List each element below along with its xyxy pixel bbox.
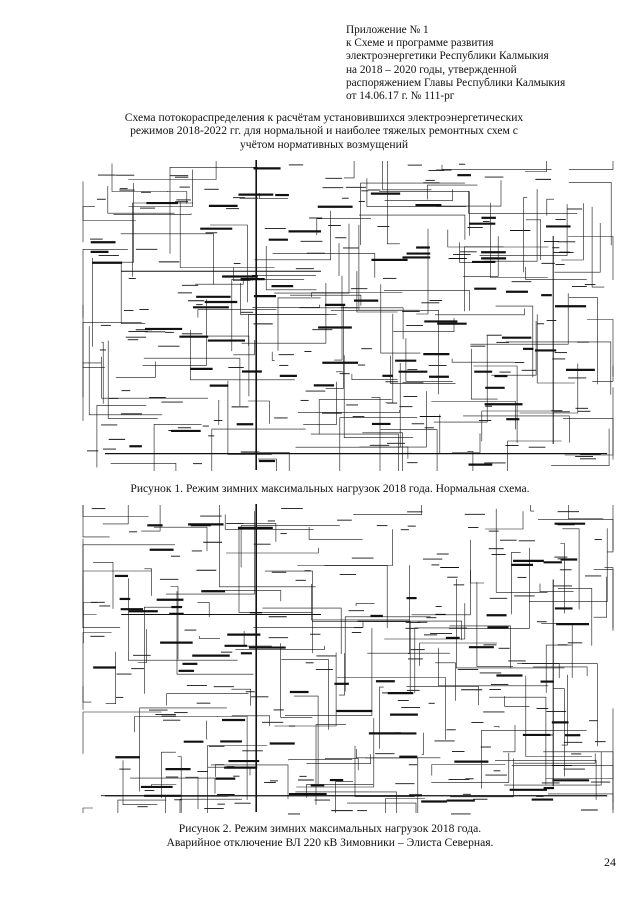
power-flow-diagram-1 (82, 160, 614, 471)
title-line: Схема потокораспределения к расчётам уст… (124, 111, 524, 124)
caption-line: Рисунок 1. Режим зимних максимальных наг… (130, 482, 530, 495)
figure-2-caption: Рисунок 2. Режим зимних максимальных наг… (60, 822, 600, 850)
figure-1-caption: Рисунок 1. Режим зимних максимальных наг… (60, 482, 600, 496)
appendix-line: распоряжением Главы Республики Калмыкия (346, 76, 566, 89)
document-title: Схема потокораспределения к расчётам уст… (96, 111, 552, 151)
page-number: 24 (604, 855, 616, 869)
appendix-line: Приложение № 1 (346, 24, 429, 36)
power-flow-diagram-2 (82, 504, 614, 815)
appendix-line: на 2018 – 2020 годы, утвержденной (346, 63, 517, 76)
appendix-header: Приложение № 1 к Схеме и программе разви… (346, 24, 616, 103)
appendix-line: электроэнергетики Республики Калмыкия (346, 50, 549, 63)
caption-line: Аварийное отключение ВЛ 220 кВ Зимовники… (166, 836, 494, 849)
title-line: режимов 2018-2022 гг. для нормальной и н… (130, 124, 518, 138)
appendix-line: от 14.06.17 г. № 111-рг (346, 90, 455, 103)
title-line: учётом нормативных возмущений (239, 137, 409, 151)
caption-line: Рисунок 2. Режим зимних максимальных наг… (178, 822, 482, 835)
appendix-line: к Схеме и программе развития (346, 37, 494, 50)
